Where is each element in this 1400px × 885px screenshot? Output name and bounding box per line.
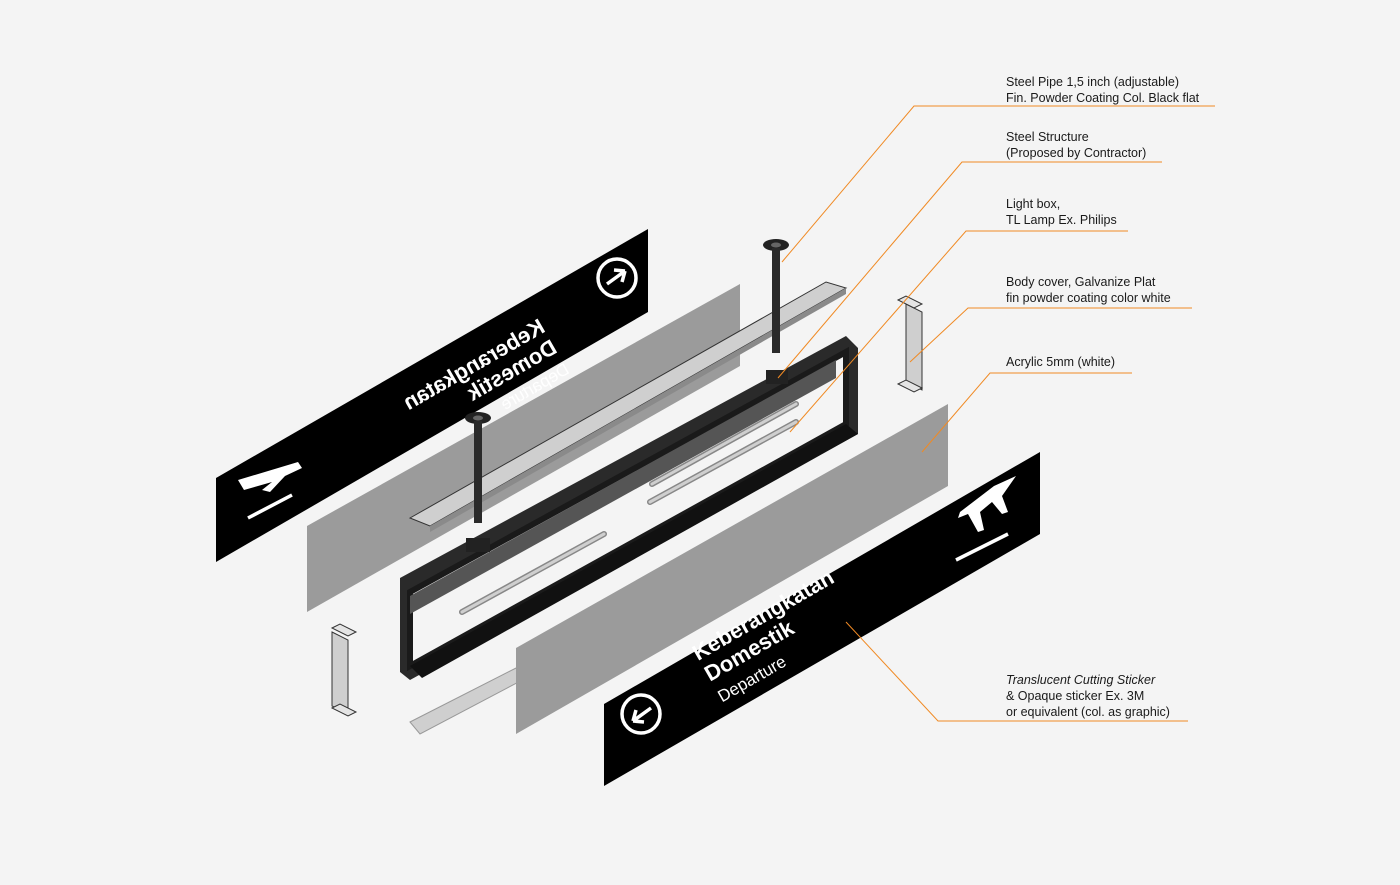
callout-text: or equivalent (col. as graphic) <box>1006 705 1170 719</box>
frame-bracket-left <box>466 538 490 552</box>
callout-text: Fin. Powder Coating Col. Black flat <box>1006 91 1200 105</box>
frame-bracket-right <box>766 370 788 384</box>
callout-text: Body cover, Galvanize Plat <box>1006 275 1156 289</box>
leader-line-sticker <box>845 621 1188 722</box>
leader-line-acrylic <box>921 372 1132 453</box>
bottom-steel-strip <box>409 665 531 735</box>
arrow-right-circle-icon <box>596 257 638 299</box>
tl-lamps <box>459 401 799 615</box>
front-acrylic-panel <box>516 404 948 734</box>
callout-text: fin powder coating color white <box>1006 291 1171 305</box>
callout-text: Acrylic 5mm (white) <box>1006 355 1116 369</box>
callout-acrylic: Acrylic 5mm (white) <box>1006 354 1115 370</box>
callout-sticker: Translucent Cutting Sticker & Opaque sti… <box>1006 672 1170 720</box>
callout-light-box: Light box, TL Lamp Ex. Philips <box>1006 196 1117 228</box>
callout-steel-pipe: Steel Pipe 1,5 inch (adjustable) Fin. Po… <box>1006 74 1199 106</box>
callout-text: Translucent Cutting Sticker <box>1006 673 1156 687</box>
steel-pipe-left <box>465 412 491 523</box>
top-steel-strip <box>408 281 848 532</box>
leader-line-light-box <box>789 230 1128 433</box>
callout-text: & Opaque sticker Ex. 3M <box>1006 689 1145 703</box>
leader-line-steel-pipe <box>781 105 1215 263</box>
back-acrylic-panel <box>307 284 740 612</box>
steel-pipe-right <box>763 239 789 353</box>
body-cover-right <box>896 295 924 393</box>
callout-text: Steel Pipe 1,5 inch (adjustable) <box>1006 75 1180 89</box>
leader-line-steel-structure <box>777 161 1162 379</box>
callout-steel-structure: Steel Structure (Proposed by Contractor) <box>1006 129 1146 161</box>
callout-text: Steel Structure <box>1006 130 1089 144</box>
callout-text: (Proposed by Contractor) <box>1006 146 1147 160</box>
callout-text: TL Lamp Ex. Philips <box>1006 213 1117 227</box>
leader-line-body-cover <box>909 307 1192 363</box>
callout-text: Light box, <box>1006 197 1061 211</box>
airplane-departure-icon <box>238 462 302 520</box>
airplane-departure-icon <box>955 476 1016 562</box>
front-sign-plate <box>604 452 1040 786</box>
body-cover-left <box>330 623 358 717</box>
back-sign-plate <box>216 229 648 562</box>
light-box-frame <box>400 336 858 680</box>
leader-lines <box>777 105 1215 722</box>
callout-body-cover: Body cover, Galvanize Plat fin powder co… <box>1006 274 1171 306</box>
arrow-left-circle-icon <box>620 693 662 735</box>
